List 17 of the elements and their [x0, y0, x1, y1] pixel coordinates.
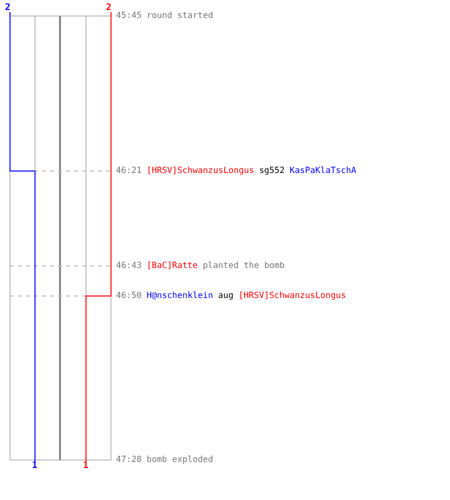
- timestamp: 47:28: [116, 455, 142, 465]
- player-name: [BaC]Ratte: [146, 261, 198, 271]
- player-name: [HRSV]SchwanzusLongus: [238, 291, 346, 301]
- timestamp: 46:43: [116, 261, 142, 271]
- player-count: 2: [5, 3, 10, 13]
- player-name: H@nschenklein: [146, 291, 214, 301]
- player-name: [HRSV]SchwanzusLongus: [146, 166, 254, 176]
- timestamp: 46:50: [116, 291, 142, 301]
- timestamp: 45:45: [116, 11, 142, 21]
- event-text: planted the bomb: [202, 261, 285, 271]
- event-text: round started: [146, 11, 214, 21]
- weapon-name: sg552: [259, 166, 285, 176]
- weapon-name: aug: [218, 291, 234, 301]
- event-text: bomb exploded: [146, 455, 214, 465]
- player-name: KasPaKlaTschA: [290, 166, 356, 176]
- player-count: 2: [106, 3, 112, 13]
- timestamp: 46:21: [116, 166, 142, 176]
